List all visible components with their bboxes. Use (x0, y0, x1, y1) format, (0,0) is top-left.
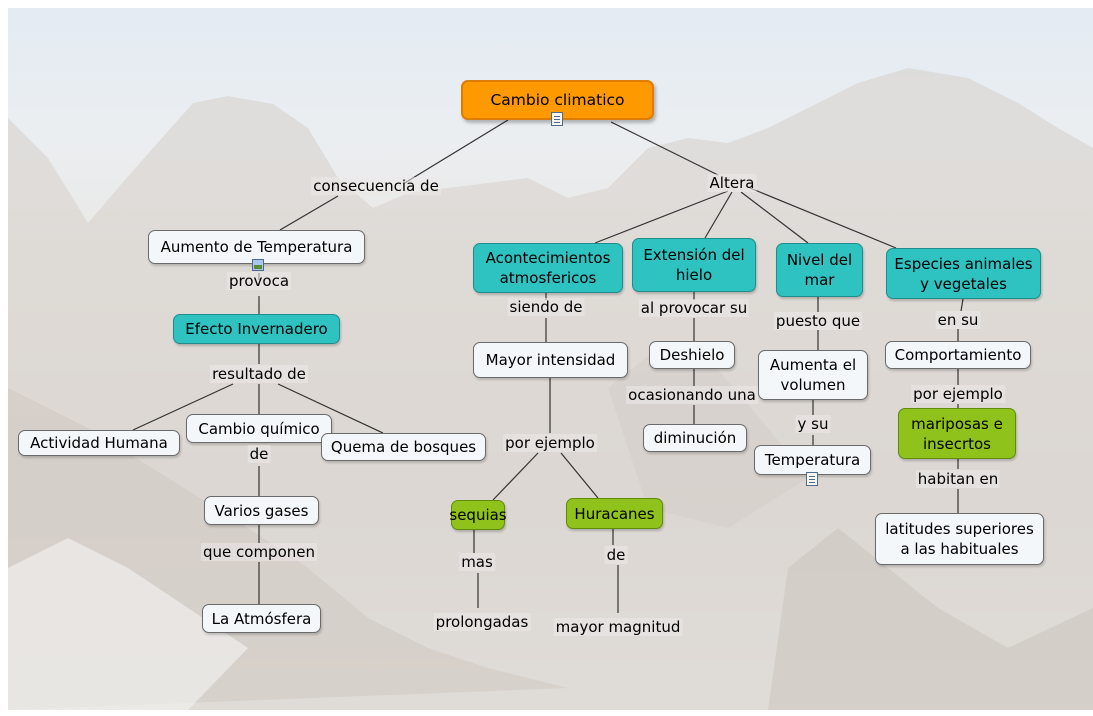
link-label-provoca: provoca (226, 272, 292, 290)
document-icon[interactable] (551, 112, 563, 126)
node-especies[interactable]: Especies animales y vegetales (886, 248, 1041, 299)
node-la-atmosfera[interactable]: La Atmósfera (202, 604, 321, 633)
document-icon[interactable] (806, 472, 818, 486)
node-varios-gases[interactable]: Varios gases (204, 496, 319, 525)
link-label-puesto: puesto que (773, 312, 863, 330)
node-deshielo[interactable]: Deshielo (649, 341, 735, 369)
node-deshielo-label: Deshielo (659, 346, 725, 364)
node-cambio-quimico[interactable]: Cambio químico (186, 414, 332, 443)
node-mariposas[interactable]: mariposas e insecrtos (898, 408, 1016, 459)
node-extension-label: Extensión del hielo (643, 246, 745, 284)
node-aumenta-volumen[interactable]: Aumenta el volumen (758, 350, 868, 400)
link-label-siendo: siendo de (507, 298, 585, 316)
link-label-consecuencia: consecuencia de (311, 177, 441, 195)
node-comporta-label: Comportamiento (894, 346, 1022, 364)
link-label-prolongadas: prolongadas (433, 613, 531, 631)
link-label-ocasionando: ocasionando una (626, 386, 758, 404)
node-extension-hielo[interactable]: Extensión del hielo (632, 238, 756, 292)
node-gases-label: Varios gases (214, 501, 309, 520)
node-aumento-label: Aumento de Temperatura (160, 238, 353, 256)
node-sequias[interactable]: sequias (449, 500, 507, 530)
node-nivel-mar[interactable]: Nivel del mar (776, 243, 863, 297)
link-label-magnitud: mayor magnitud (553, 618, 683, 636)
link-label-habitan: habitan en (915, 470, 1001, 488)
node-aconte-label: Acontecimientos atmosfericos (485, 249, 611, 287)
node-latitudes-label: latitudes superiores a las habituales (885, 520, 1034, 558)
link-label-ejemplo-1: por ejemplo (503, 434, 597, 452)
node-mariposas-label: mariposas e insecrtos (911, 414, 1003, 453)
node-quema-label: Quema de bosques (330, 438, 477, 456)
link-label-ysu: y su (795, 415, 831, 433)
link-label-de-quimico: de (247, 445, 271, 463)
node-temperatura[interactable]: Temperatura (754, 445, 871, 475)
concept-map-canvas: Cambio climatico consecuencia de Aumento… (8, 8, 1093, 710)
node-acontecimientos[interactable]: Acontecimientos atmosfericos (473, 243, 623, 293)
node-temperatura-label: Temperatura (764, 451, 861, 469)
node-comportamiento[interactable]: Comportamiento (885, 341, 1031, 369)
node-sequias-label: sequias (449, 506, 507, 524)
link-label-provocar: al provocar su (638, 299, 750, 317)
link-label-mas: mas (459, 553, 495, 571)
node-efecto-label: Efecto Invernadero (185, 320, 328, 338)
link-label-componen: que componen (200, 543, 318, 561)
node-huracanes[interactable]: Huracanes (566, 498, 663, 529)
link-label-ensu: en su (935, 311, 981, 329)
node-aumenta-label: Aumenta el volumen (769, 356, 857, 394)
root-node-label: Cambio climatico (490, 91, 625, 109)
link-label-altera: Altera (707, 174, 757, 192)
node-atmosfera-label: La Atmósfera (211, 609, 312, 628)
connector-lines (132, 119, 964, 613)
link-label-ejemplo-2: por ejemplo (911, 385, 1005, 403)
node-actividad-humana[interactable]: Actividad Humana (18, 430, 180, 456)
node-mayor-label: Mayor intensidad (485, 351, 616, 369)
node-actividad-label: Actividad Humana (30, 434, 168, 452)
link-label-resultado: resultado de (210, 365, 308, 383)
node-mayor-intensidad[interactable]: Mayor intensidad (473, 342, 628, 378)
node-efecto-invernadero[interactable]: Efecto Invernadero (173, 314, 340, 344)
node-nivel-label: Nivel del mar (786, 251, 853, 289)
image-icon[interactable] (252, 259, 264, 271)
link-label-de-huracanes: de (604, 546, 628, 564)
node-quema-bosques[interactable]: Quema de bosques (321, 433, 486, 461)
node-especies-label: Especies animales y vegetales (894, 254, 1033, 293)
node-diminucion[interactable]: diminución (643, 424, 747, 452)
node-quimico-label: Cambio químico (198, 419, 320, 438)
node-huracanes-label: Huracanes (574, 504, 655, 523)
node-diminucion-label: diminución (653, 429, 737, 447)
node-latitudes[interactable]: latitudes superiores a las habituales (875, 513, 1044, 565)
